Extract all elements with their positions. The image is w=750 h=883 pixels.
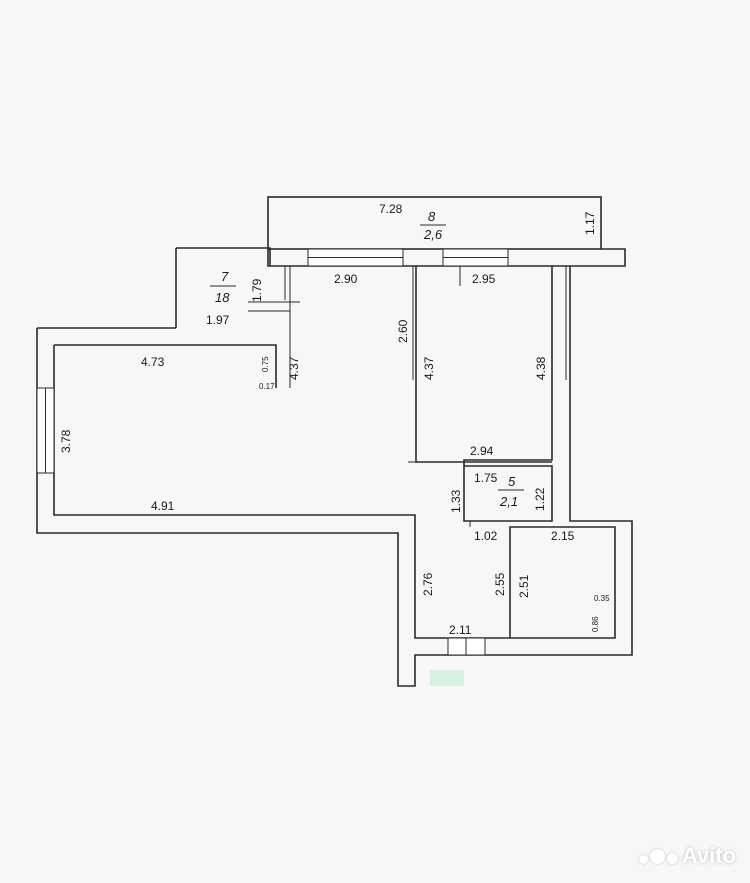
dim-label: 2.95 xyxy=(472,272,496,286)
entrance-marker xyxy=(430,670,464,686)
avito-logo-icon xyxy=(638,848,678,864)
dim-label: 1.97 xyxy=(206,313,230,327)
svg-text:2,6: 2,6 xyxy=(423,227,443,242)
dim-label: 4.73 xyxy=(141,355,165,369)
dimension-labels: 7.28 1.17 2.90 2.95 1.79 1.97 4.73 0.75 … xyxy=(59,202,610,637)
dim-label: 1.33 xyxy=(449,489,463,513)
dim-label: 3.78 xyxy=(59,429,73,453)
dim-label: 4.37 xyxy=(287,356,301,380)
outer-walls xyxy=(36,266,633,687)
room-8-label: 8 2,6 xyxy=(420,209,446,242)
avito-watermark: Avito xyxy=(638,843,736,869)
room-5-label: 5 2,1 xyxy=(498,474,524,509)
dim-label: 2.55 xyxy=(493,572,507,596)
svg-text:2,1: 2,1 xyxy=(499,494,518,509)
dim-label: 1.75 xyxy=(474,471,498,485)
dim-label: 0.86 xyxy=(591,616,600,632)
svg-text:5: 5 xyxy=(508,474,516,489)
avito-brand: Avito xyxy=(681,843,736,868)
balcony-walls xyxy=(267,196,626,267)
dim-label: 7.28 xyxy=(379,202,403,216)
svg-text:7: 7 xyxy=(221,269,229,284)
dim-label: 2.15 xyxy=(551,529,575,543)
dim-label: 4.37 xyxy=(422,356,436,380)
dim-label: 2.11 xyxy=(449,623,472,637)
dim-label: 4.38 xyxy=(534,356,548,380)
svg-text:8: 8 xyxy=(428,209,436,224)
dim-label: 1.22 xyxy=(533,487,547,511)
windows xyxy=(36,248,509,656)
dim-label: 2.94 xyxy=(470,444,494,458)
tick-marks xyxy=(248,266,567,380)
dim-label: 2.51 xyxy=(517,574,531,598)
dim-label: 0.35 xyxy=(594,594,610,603)
dim-label: 2.60 xyxy=(396,319,410,343)
dim-label: 1.79 xyxy=(250,278,264,302)
dim-label: 2.76 xyxy=(421,572,435,596)
dim-label: 4.91 xyxy=(151,499,175,513)
room-7-label: 7 18 xyxy=(210,269,236,305)
dim-label: 2.90 xyxy=(334,272,358,286)
dim-label: 1.17 xyxy=(583,211,597,235)
dim-label: 1.02 xyxy=(474,529,498,543)
dim-label: 0.17 xyxy=(259,382,275,391)
dim-label: 0.75 xyxy=(261,356,270,372)
svg-text:18: 18 xyxy=(215,290,230,305)
room-7-walls xyxy=(175,247,300,328)
